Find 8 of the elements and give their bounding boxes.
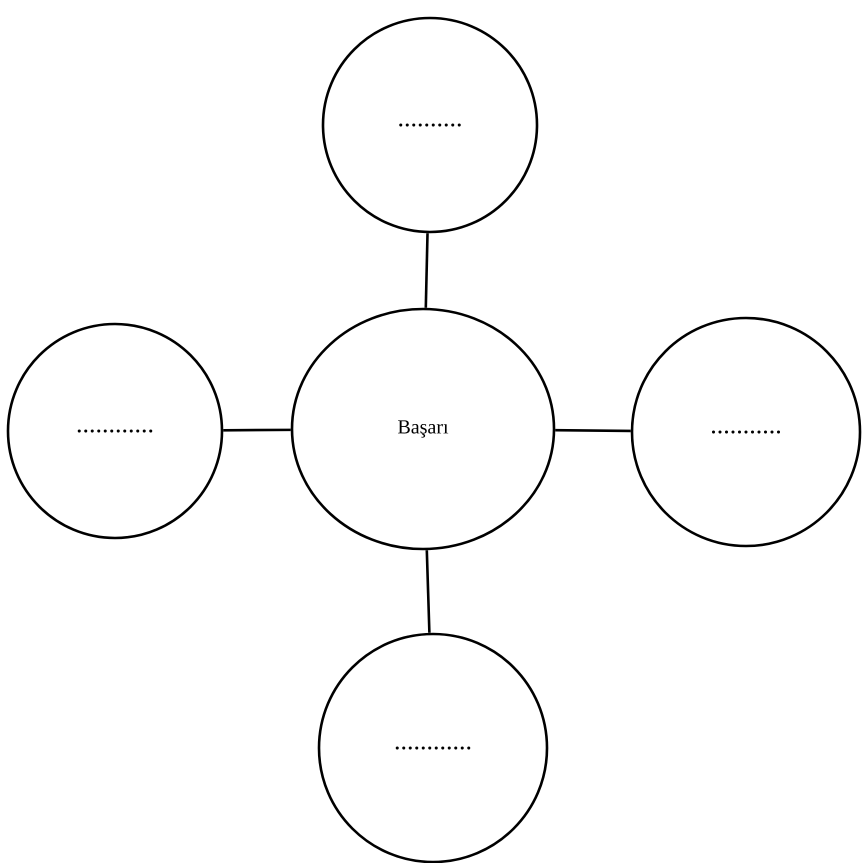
connector-line — [426, 550, 431, 633]
circle-node: ........... — [630, 316, 862, 548]
circle-node: ............ — [6, 322, 224, 540]
connector-line — [424, 233, 429, 308]
connector-line — [223, 428, 291, 432]
ellipse-node: Başarı — [290, 308, 556, 550]
connector-line — [555, 428, 631, 432]
circle-node: .......... — [322, 16, 538, 234]
